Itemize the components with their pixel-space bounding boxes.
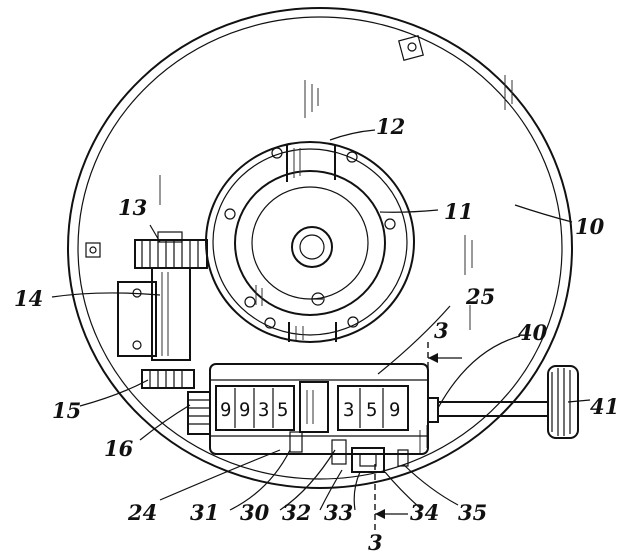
ref-10: 10 — [575, 214, 605, 239]
left-counter-digit-3: 3 — [258, 399, 269, 421]
ref-12: 12 — [376, 114, 405, 139]
ref-41: 41 — [590, 394, 619, 419]
ref-40: 40 — [518, 320, 548, 345]
top-fitting — [398, 35, 424, 61]
ref-30: 30 — [240, 500, 270, 525]
right-counter-window — [337, 385, 409, 431]
leader-lines — [51, 129, 591, 511]
section-line — [374, 342, 462, 530]
left-counter-digit-1: 9 — [220, 399, 231, 421]
ref-34: 34 — [410, 500, 439, 525]
counter-housing: 9 9 3 5 3 5 9 — [209, 363, 429, 473]
ref-11: 11 — [444, 199, 473, 224]
ref-24: 24 — [127, 500, 157, 525]
ref-15: 15 — [52, 398, 81, 423]
ref-16: 16 — [104, 436, 134, 461]
central-hub — [205, 141, 415, 343]
right-counter-digit-2: 5 — [366, 399, 377, 421]
ref-32: 32 — [282, 500, 311, 525]
ref-25: 25 — [465, 284, 495, 309]
right-counter-digit-1: 3 — [343, 399, 354, 421]
left-fitting — [85, 242, 101, 258]
ref-section-top: 3 — [434, 318, 449, 343]
drive-gear-assembly — [117, 231, 211, 435]
shaft-and-knob — [427, 365, 579, 439]
ref-14: 14 — [14, 286, 43, 311]
left-counter-digit-2: 9 — [239, 399, 250, 421]
left-counter-digit-4: 5 — [277, 399, 288, 421]
right-counter-digit-3: 9 — [389, 399, 400, 421]
left-counter-window — [215, 385, 295, 431]
ref-31: 31 — [190, 500, 219, 525]
reference-numerals: 10 11 12 13 14 15 16 24 25 31 30 32 33 3… — [14, 114, 619, 554]
ref-35: 35 — [458, 500, 487, 525]
ref-section-bottom: 3 — [368, 530, 383, 554]
ref-33: 33 — [324, 500, 353, 525]
ref-13: 13 — [118, 195, 147, 220]
